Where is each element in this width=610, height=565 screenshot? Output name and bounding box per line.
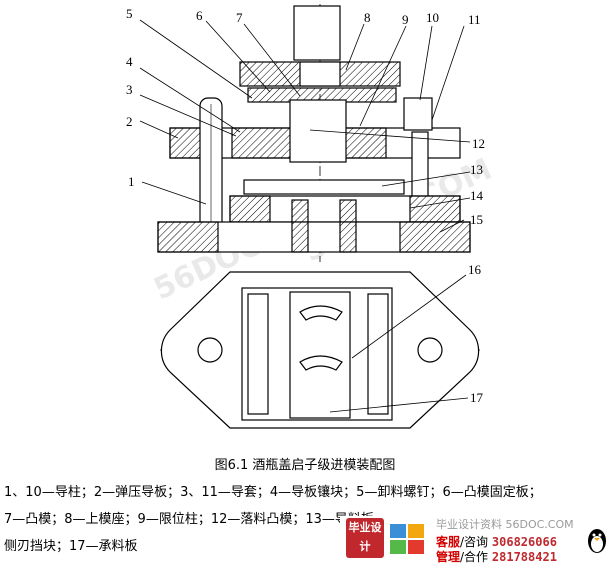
callout-leaders [139, 19, 471, 413]
assembly-drawing: 56DOC.COM 56DOC.COM 56DOC.COM [126, 4, 497, 429]
penguin-icon [588, 529, 606, 553]
manage-suffix: /合作 [460, 550, 489, 564]
callout-3: 3 [126, 82, 133, 97]
figure-caption: 图6.1 酒瓶盖启子级进模装配图 [214, 458, 396, 473]
callout-11: 11 [468, 12, 481, 27]
callout-5: 5 [126, 6, 133, 21]
callout-9: 9 [402, 12, 409, 27]
callout-2: 2 [126, 114, 133, 129]
callout-1: 1 [128, 174, 135, 189]
callout-12: 12 [472, 136, 485, 151]
callout-13: 13 [470, 162, 483, 177]
manage-contact: 管理/合作 281788421 [436, 548, 557, 565]
service-suffix: /咨询 [460, 535, 489, 549]
callout-15: 15 [470, 212, 483, 227]
plan-view [160, 271, 480, 429]
callout-6: 6 [196, 8, 203, 23]
callout-16: 16 [468, 262, 482, 277]
callout-14: 14 [470, 188, 484, 203]
callout-labels: 1 2 3 4 5 6 7 8 9 10 11 12 13 14 15 16 1… [126, 6, 485, 405]
section-view [157, 4, 471, 262]
manage-phone: 281788421 [491, 550, 557, 564]
callout-4: 4 [126, 54, 133, 69]
service-phone: 306826066 [491, 535, 557, 549]
service-contact: 客服/咨询 306826066 [436, 533, 557, 550]
callout-17: 17 [470, 390, 484, 405]
legend-line-3: 侧刃挡块；17—承料板 [4, 539, 138, 554]
banner-site-text: 毕业设计资料 56DOC.COM [436, 518, 574, 531]
logo-icon: 毕业设计 [346, 518, 384, 558]
callout-8: 8 [364, 10, 371, 25]
legend-line-2: 7—凸模；8—上模座；9—限位柱；12—落料凸模；13—导料板 [4, 512, 374, 527]
site-banner[interactable]: 毕业设计 毕业设计资料 56DOC.COM 客服/咨询 306826066 管理… [340, 516, 610, 565]
callout-10: 10 [426, 10, 439, 25]
callout-7: 7 [236, 10, 243, 25]
manage-label: 管理 [436, 550, 461, 564]
legend-line-1: 1、10—导柱；2—弹压导板；3、11—导套；4—导板镶块；5—卸料螺钉；6—凸… [4, 485, 542, 500]
service-label: 客服 [436, 535, 461, 549]
cube-icon [390, 524, 424, 554]
